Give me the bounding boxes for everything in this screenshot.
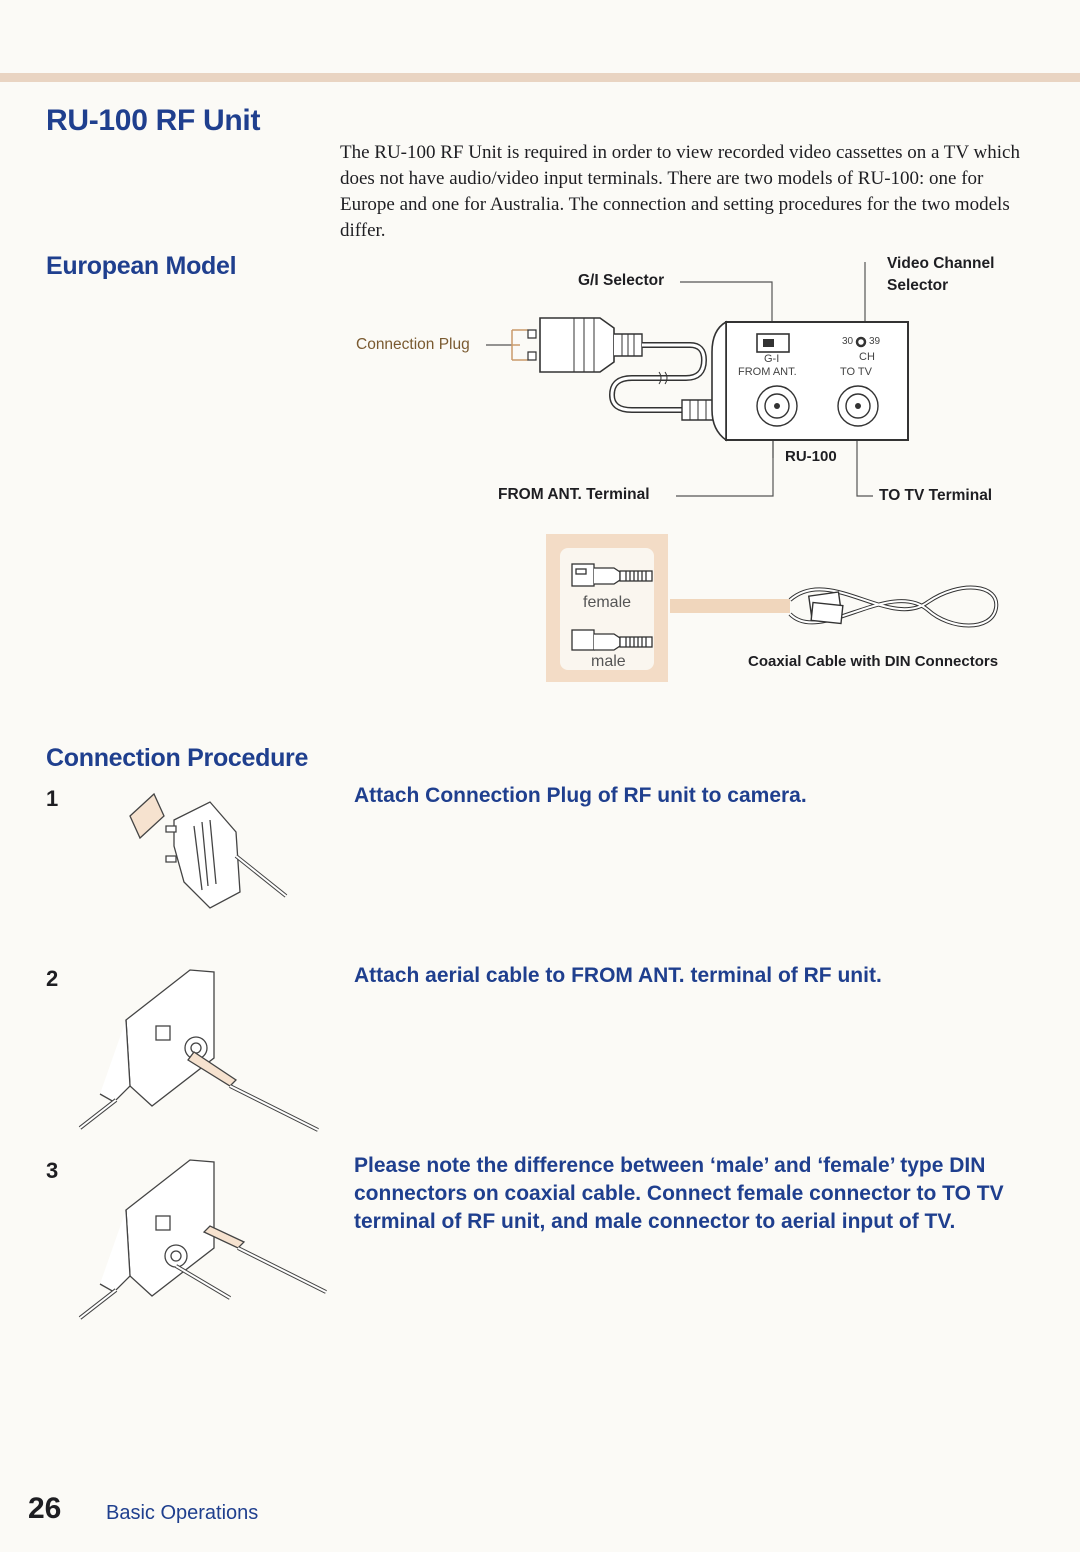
step-3-text: Please note the difference between ‘male… bbox=[354, 1154, 1004, 1233]
step-2-illustration bbox=[78, 969, 319, 1132]
label-male: male bbox=[591, 653, 626, 670]
step-1-illustration bbox=[129, 792, 288, 909]
ru100-connection-diagram bbox=[486, 262, 909, 497]
panel-label-ch-high: 39 bbox=[869, 336, 881, 347]
step-2-text: Attach aerial cable to FROM ANT. termina… bbox=[354, 964, 882, 987]
step-2-number: 2 bbox=[46, 966, 59, 991]
step-1-number: 1 bbox=[46, 786, 59, 811]
footer-section-label: Basic Operations bbox=[106, 1502, 259, 1524]
panel-label-gi: G-I bbox=[764, 353, 780, 365]
intro-paragraph: The RU-100 RF Unit is required in order … bbox=[340, 142, 1020, 241]
label-unit-name: RU-100 bbox=[785, 448, 837, 465]
coaxial-cable-icon bbox=[670, 585, 999, 628]
label-female: female bbox=[583, 594, 632, 611]
panel-label-from-ant: FROM ANT. bbox=[738, 366, 797, 378]
label-video-channel-selector-line2: Selector bbox=[887, 277, 949, 294]
page-title: RU-100 RF Unit bbox=[46, 104, 261, 137]
ru100-unit-icon bbox=[711, 320, 909, 442]
label-gi-selector: G/I Selector bbox=[578, 272, 665, 289]
section-heading-connection-procedure: Connection Procedure bbox=[46, 744, 309, 772]
label-connection-plug: Connection Plug bbox=[356, 336, 470, 353]
female-connector-icon bbox=[571, 563, 653, 587]
label-to-tv-terminal: TO TV Terminal bbox=[879, 487, 993, 504]
step-3-illustration bbox=[78, 1159, 327, 1320]
panel-label-to-tv: TO TV bbox=[840, 366, 872, 378]
step-3-number: 3 bbox=[46, 1158, 59, 1183]
label-coaxial-caption: Coaxial Cable with DIN Connectors bbox=[748, 653, 999, 670]
male-connector-icon bbox=[571, 629, 653, 651]
connection-plug-icon bbox=[511, 317, 643, 373]
label-from-ant-terminal: FROM ANT. Terminal bbox=[498, 486, 650, 503]
page-number: 26 bbox=[28, 1492, 62, 1525]
label-video-channel-selector-line1: Video Channel bbox=[887, 255, 995, 272]
section-heading-european-model: European Model bbox=[46, 252, 237, 280]
header-color-band bbox=[0, 73, 1080, 82]
panel-label-ch-low: 30 bbox=[842, 336, 854, 347]
step-1-text: Attach Connection Plug of RF unit to cam… bbox=[354, 784, 807, 807]
panel-label-ch: CH bbox=[859, 351, 875, 363]
din-connector-icons bbox=[571, 563, 653, 651]
